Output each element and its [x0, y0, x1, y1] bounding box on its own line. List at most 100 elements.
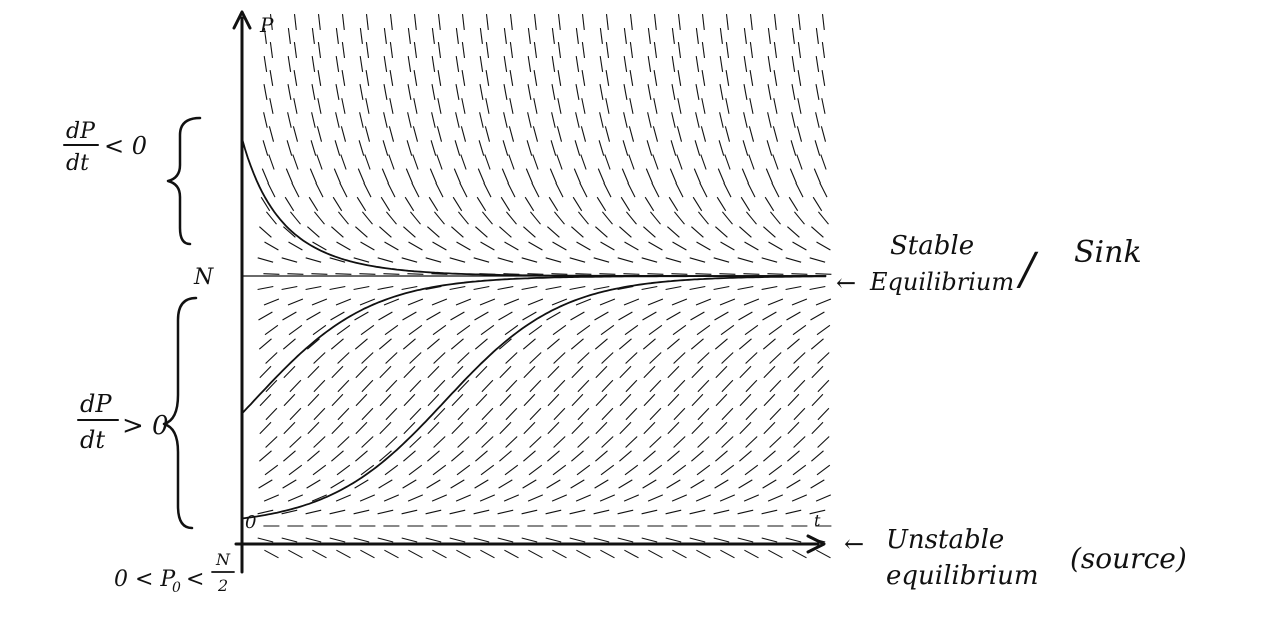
slope-segment	[311, 273, 328, 275]
slope-segment	[341, 14, 345, 30]
slope-segment	[767, 56, 772, 72]
slope-segment	[359, 112, 364, 128]
slope-segment	[485, 98, 490, 114]
slope-segment	[653, 70, 658, 86]
slope-segment	[719, 28, 723, 44]
slope-segment	[575, 273, 592, 275]
slope-segment	[359, 84, 364, 100]
slope-segment	[283, 226, 296, 238]
slope-segment	[547, 393, 560, 407]
slope-segment	[714, 311, 729, 321]
slope-segment	[545, 257, 562, 263]
slope-segment	[409, 379, 422, 393]
slope-segment	[793, 407, 806, 421]
slope-segment	[739, 393, 752, 407]
slope-segment	[811, 421, 824, 435]
slope-segment	[673, 211, 685, 225]
slope-segment	[643, 450, 656, 462]
slope-segment	[407, 298, 424, 306]
slope-segment	[479, 84, 484, 100]
slope-segment	[329, 285, 346, 291]
slope-segment	[768, 549, 783, 559]
slope-segment	[505, 436, 518, 448]
slope-segment	[379, 226, 392, 238]
slope-segment	[771, 182, 780, 198]
slope-segment	[739, 421, 752, 435]
slope-segment	[499, 365, 512, 379]
slope-segment	[529, 352, 542, 364]
slope-segment	[505, 407, 518, 421]
slope-segment	[667, 421, 680, 435]
slope-segment	[605, 42, 610, 58]
slope-segment	[384, 549, 399, 559]
slope-segment	[452, 196, 463, 212]
slope-segment	[551, 56, 556, 72]
slope-segment	[764, 196, 775, 212]
slope-segment	[745, 407, 758, 421]
slope-segment	[624, 464, 639, 476]
slope-segment	[449, 257, 466, 263]
slope-segment	[694, 140, 701, 156]
slope-segment	[551, 494, 568, 502]
slope-segment	[720, 549, 735, 559]
slope-segment	[380, 196, 391, 212]
slope-segment	[364, 154, 371, 170]
slope-segment	[377, 285, 394, 291]
slope-segment	[501, 168, 510, 184]
slope-segment	[337, 379, 350, 393]
slope-segment	[451, 421, 464, 435]
slope-segment	[617, 285, 634, 291]
slope-segment	[761, 509, 778, 515]
slope-segment	[479, 494, 496, 502]
slope-segment	[773, 42, 778, 58]
slope-segment	[287, 84, 292, 100]
slope-segment	[646, 140, 653, 156]
slope-segment	[625, 211, 637, 225]
slope-segment	[431, 56, 436, 72]
initial-left-text: 0 < P	[114, 567, 176, 592]
slope-segment	[263, 494, 280, 502]
slope-segment	[599, 84, 604, 100]
slope-segment	[461, 70, 466, 86]
slope-segment	[433, 436, 446, 448]
slope-segment	[791, 28, 795, 44]
slope-segment	[696, 324, 711, 336]
slope-segment	[456, 241, 471, 251]
slope-segment	[361, 379, 374, 393]
slope-segment	[529, 211, 541, 225]
slope-segment	[715, 226, 728, 238]
slope-segment	[815, 28, 819, 44]
slope-segment	[358, 140, 365, 156]
slope-segment	[437, 42, 442, 58]
slope-segment	[289, 379, 302, 393]
slope-segment	[725, 98, 730, 114]
slope-segment	[671, 298, 688, 306]
slope-segment	[504, 324, 519, 336]
slope-segment	[265, 436, 278, 448]
slope-segment	[743, 494, 760, 502]
slope-segment	[263, 84, 268, 100]
slope-segment	[749, 70, 754, 86]
slope-segment	[556, 154, 563, 170]
slope-segment	[819, 182, 828, 198]
slope-segment	[341, 70, 346, 86]
unstable-line1: Unstable	[886, 525, 1004, 555]
slope-segment	[629, 14, 633, 30]
slope-segment	[623, 56, 628, 72]
slope-segment	[436, 154, 443, 170]
slope-segment	[724, 154, 731, 170]
slope-segment	[484, 154, 491, 170]
slope-segment	[431, 84, 436, 100]
slope-segment	[330, 311, 345, 321]
slope-segment	[505, 211, 517, 225]
slope-segment	[312, 241, 327, 251]
slope-segment	[641, 537, 658, 543]
slope-segment	[378, 479, 393, 489]
slope-segment	[581, 98, 586, 114]
slope-segment	[715, 365, 728, 379]
slope-segment	[552, 549, 567, 559]
slope-segment	[619, 226, 632, 238]
slope-segment	[791, 56, 796, 72]
slope-segment	[738, 311, 753, 321]
slope-segment	[677, 14, 681, 30]
